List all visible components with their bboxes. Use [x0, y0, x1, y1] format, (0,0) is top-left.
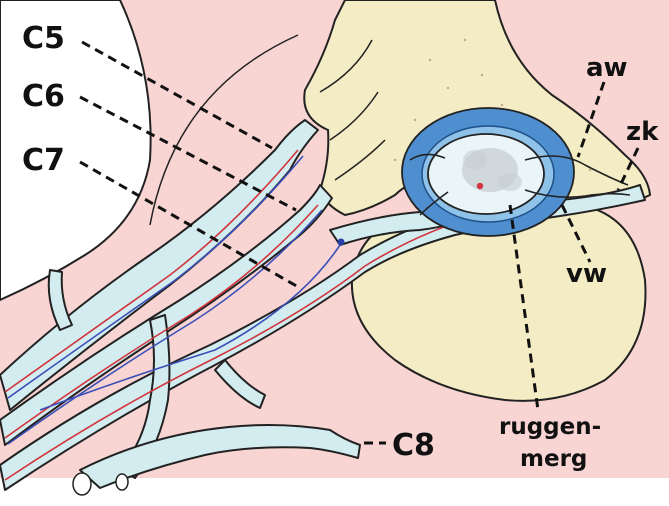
label-ruggenmerg-line1: ruggen- — [499, 414, 601, 440]
label-c5: C5 — [22, 21, 65, 56]
label-c8: C8 — [392, 428, 435, 463]
spinal-artery-dot — [477, 183, 483, 189]
label-c7: C7 — [22, 143, 65, 178]
vessel-dot-blue — [338, 239, 345, 246]
label-vw: vw — [566, 259, 607, 289]
label-c6: C6 — [22, 79, 65, 114]
label-ruggenmerg-line2: merg — [520, 446, 587, 472]
label-zk: zk — [626, 117, 659, 147]
label-aw: aw — [586, 53, 628, 83]
